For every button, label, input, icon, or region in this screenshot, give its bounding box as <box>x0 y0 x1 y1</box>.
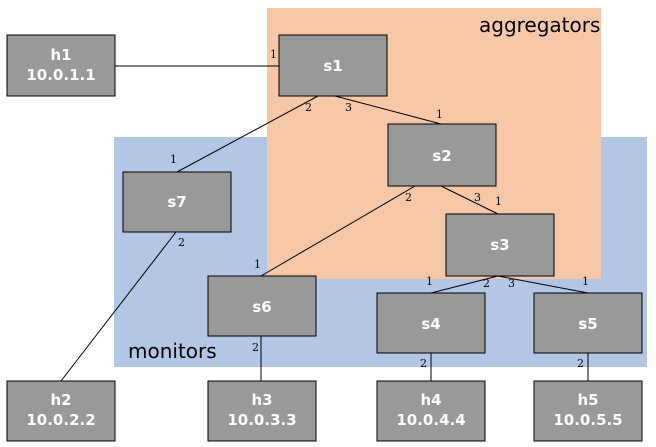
switch-s2[interactable]: s2 <box>387 123 497 187</box>
link-s3-s5 <box>497 275 589 294</box>
port-label: 1 <box>495 195 502 208</box>
switch-label: s4 <box>421 315 440 333</box>
switch-label: s1 <box>323 57 342 75</box>
port-label: 2 <box>178 236 185 249</box>
port-label: 2 <box>305 101 312 114</box>
switch-label: s5 <box>578 315 597 333</box>
port-label: 1 <box>582 275 589 288</box>
link-s2-s3 <box>440 185 499 215</box>
host-ip: 10.0.3.3 <box>227 411 296 429</box>
link-s7-h2 <box>60 231 177 382</box>
link-s3-s4 <box>430 275 499 294</box>
aggregators-label: aggregators <box>479 13 600 37</box>
port-label: 1 <box>270 48 277 61</box>
host-label: h1 <box>50 46 71 64</box>
port-label: 3 <box>345 101 352 114</box>
link-s2-s6 <box>260 185 416 277</box>
port-labels: 1 2 3 1 1 2 2 3 1 1 2 2 3 1 1 2 2 <box>170 48 589 370</box>
port-label: 3 <box>508 277 515 290</box>
host-h4[interactable]: h4 10.0.4.4 <box>376 380 486 442</box>
switch-s5[interactable]: s5 <box>533 292 643 354</box>
host-ip: 10.0.2.2 <box>26 411 95 429</box>
switch-label: s7 <box>167 193 186 211</box>
host-label: h5 <box>577 391 598 409</box>
host-ip: 10.0.5.5 <box>553 411 622 429</box>
host-label: h2 <box>50 391 71 409</box>
monitors-label: monitors <box>128 339 217 363</box>
host-h5[interactable]: h5 10.0.5.5 <box>533 380 643 442</box>
port-label: 2 <box>577 357 584 370</box>
port-label: 1 <box>254 258 261 271</box>
host-label: h3 <box>251 391 272 409</box>
port-label: 2 <box>252 341 259 354</box>
switch-s6[interactable]: s6 <box>207 275 317 337</box>
switch-s7[interactable]: s7 <box>122 171 232 233</box>
host-h2[interactable]: h2 10.0.2.2 <box>6 380 116 442</box>
port-label: 3 <box>474 191 481 204</box>
host-label: h4 <box>420 391 441 409</box>
link-s1-s2 <box>334 95 442 125</box>
port-label: 2 <box>420 357 427 370</box>
port-label: 1 <box>170 153 177 166</box>
switch-s3[interactable]: s3 <box>445 213 555 277</box>
switch-s4[interactable]: s4 <box>376 292 486 354</box>
host-ip: 10.0.1.1 <box>26 66 95 84</box>
port-label: 1 <box>436 108 443 121</box>
port-label: 2 <box>405 191 412 204</box>
switch-s1[interactable]: s1 <box>278 34 388 97</box>
switch-label: s3 <box>490 236 509 254</box>
host-h1[interactable]: h1 10.0.1.1 <box>6 34 116 97</box>
port-label: 1 <box>426 275 433 288</box>
host-ip: 10.0.4.4 <box>396 411 465 429</box>
links <box>60 65 589 382</box>
host-h3[interactable]: h3 10.0.3.3 <box>207 380 317 442</box>
switch-label: s6 <box>252 298 271 316</box>
port-label: 2 <box>483 277 490 290</box>
link-s1-s7 <box>176 95 319 173</box>
switch-label: s2 <box>432 147 451 165</box>
